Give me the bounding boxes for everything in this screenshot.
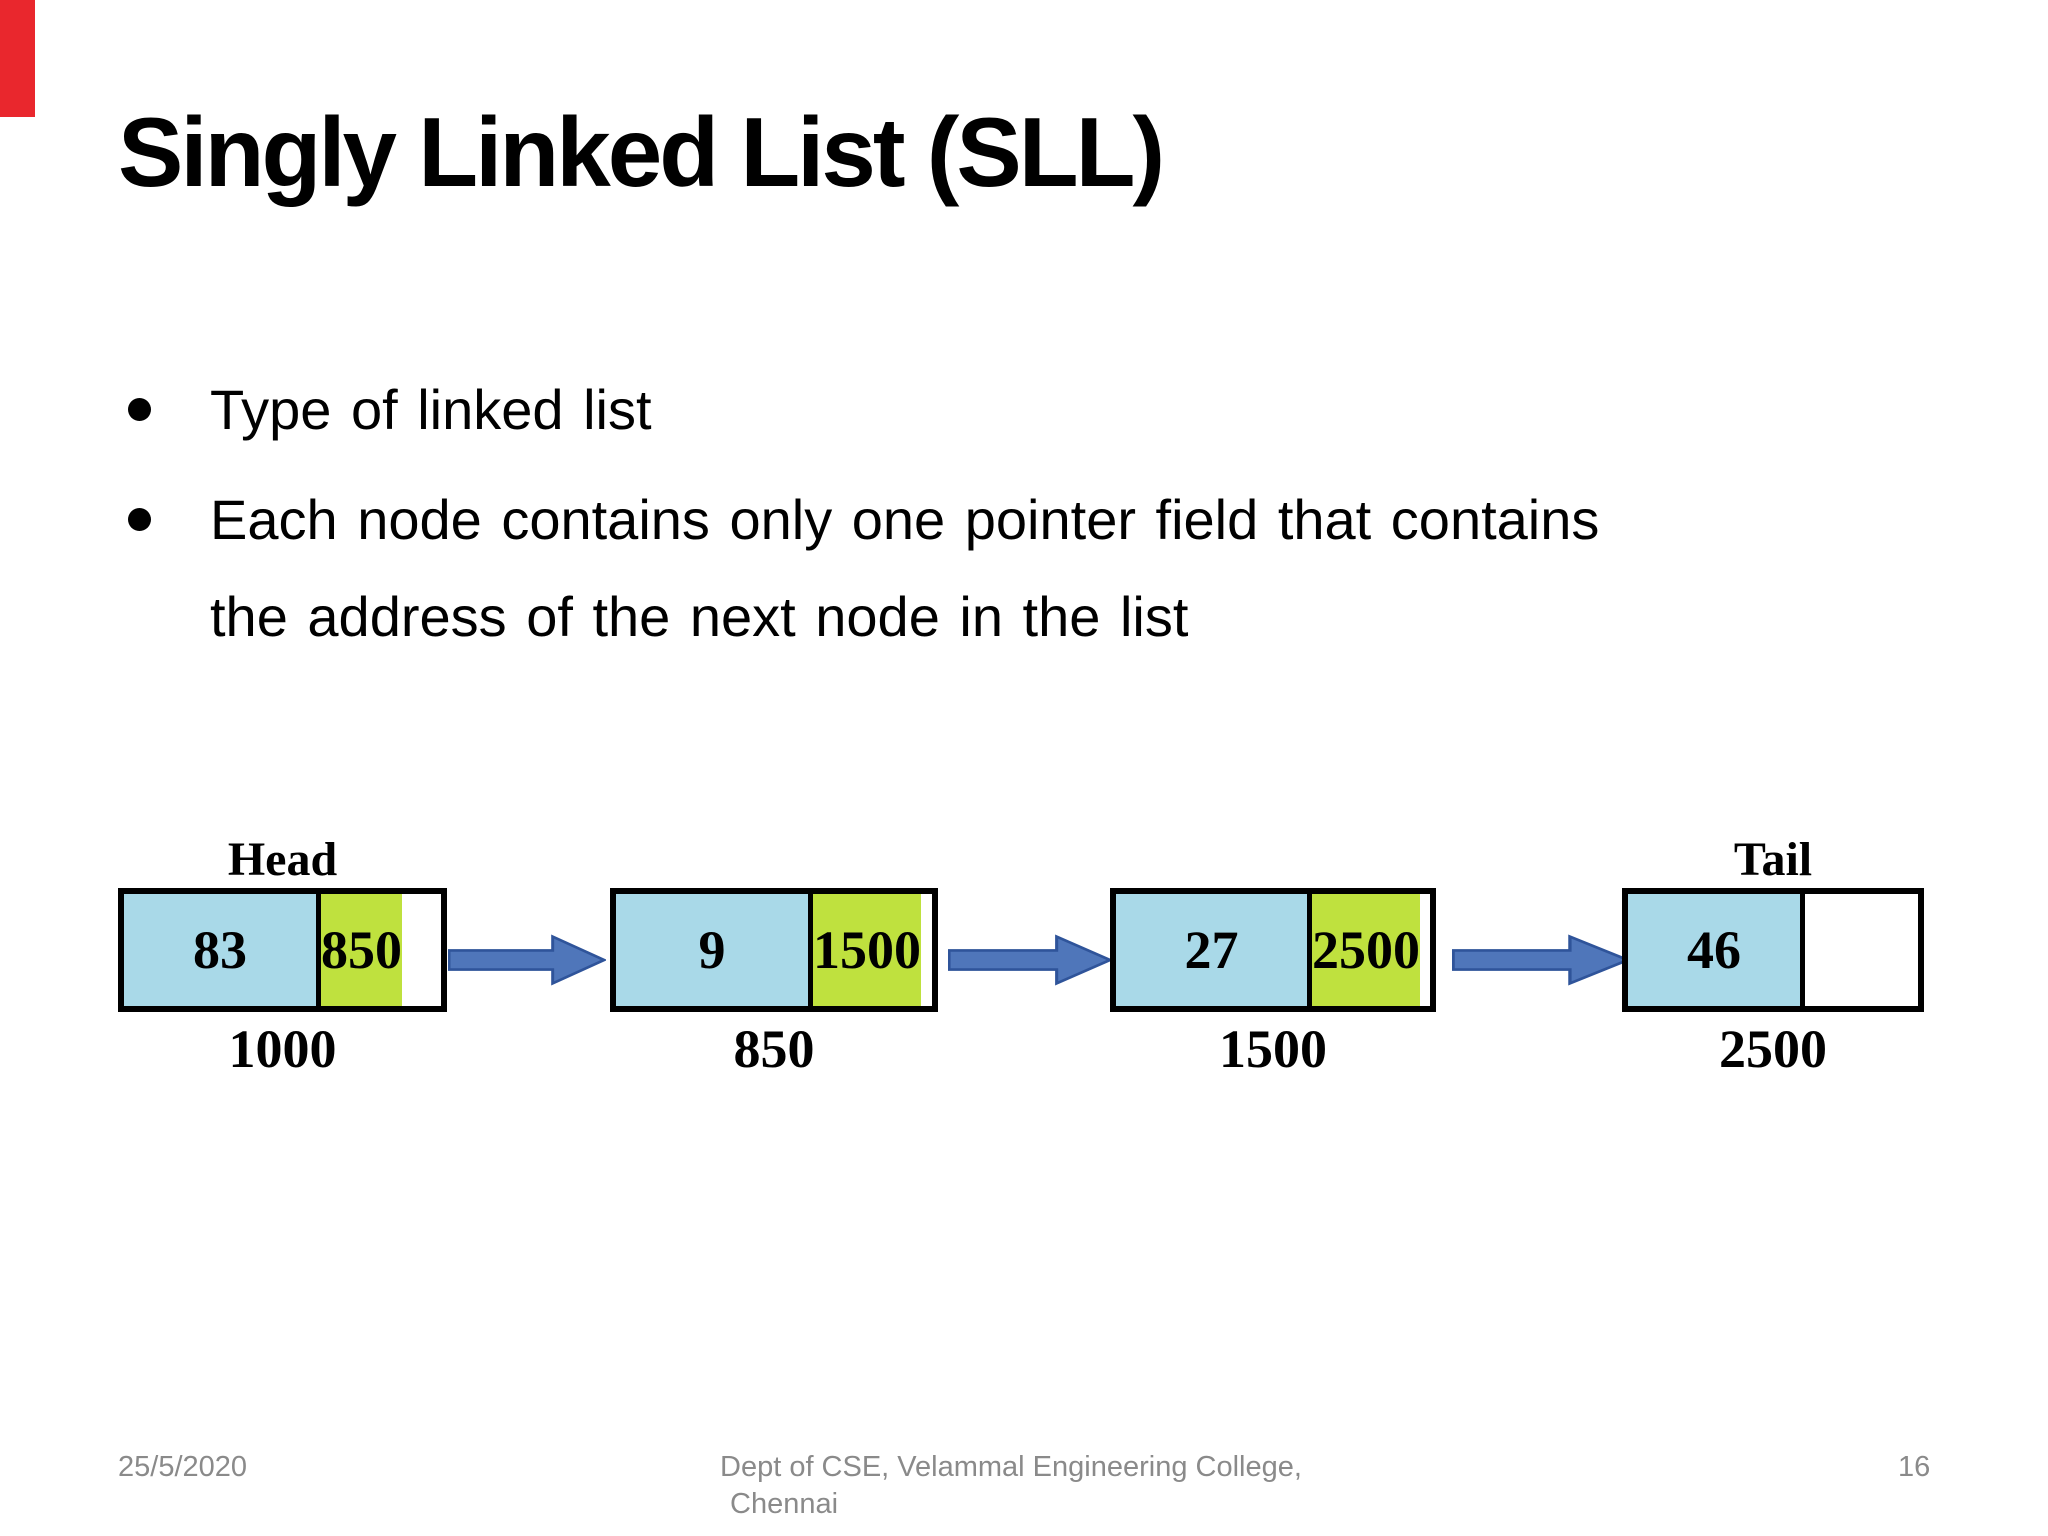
footer-date: 25/5/2020 bbox=[118, 1451, 248, 1483]
node-address: 1500 bbox=[1219, 1019, 1327, 1079]
bullet-item: Each node contains only one pointer fiel… bbox=[118, 472, 1678, 665]
bullet-list: Type of linked list Each node contains o… bbox=[118, 362, 1678, 679]
bullet-item: Type of linked list bbox=[118, 362, 1678, 458]
list-node: 46 bbox=[1622, 888, 1924, 1012]
next-pointer-arrow-icon bbox=[1452, 934, 1630, 986]
node-data-value: 83 bbox=[124, 894, 321, 1006]
bullet-text: Type of linked list bbox=[210, 378, 652, 441]
node-data-value: 9 bbox=[616, 894, 813, 1006]
node-address: 2500 bbox=[1719, 1019, 1827, 1079]
red-corner-marker bbox=[0, 0, 35, 117]
footer-page-number: 16 bbox=[1898, 1451, 1931, 1483]
next-pointer-arrow-icon bbox=[948, 934, 1112, 986]
footer-affiliation-line1: Dept of CSE, Velammal Engineering Colleg… bbox=[720, 1451, 1302, 1483]
bullet-icon bbox=[128, 398, 151, 421]
node-next-pointer: 850 bbox=[321, 894, 402, 1006]
head-label: Head bbox=[227, 833, 338, 886]
list-node: 27 2500 bbox=[1110, 888, 1436, 1012]
node-next-pointer: 1500 bbox=[813, 894, 921, 1006]
tail-label: Tail bbox=[1733, 833, 1813, 886]
bullet-text: Each node contains only one pointer fiel… bbox=[210, 488, 1600, 648]
node-next-pointer: 2500 bbox=[1312, 894, 1420, 1006]
node-data-value: 27 bbox=[1116, 894, 1312, 1006]
slide-title: Singly Linked List (SLL) bbox=[118, 97, 1165, 207]
list-node: 9 1500 bbox=[610, 888, 938, 1012]
next-pointer-arrow-icon bbox=[448, 934, 606, 986]
footer-affiliation-line2: Chennai bbox=[730, 1488, 839, 1520]
node-address: 850 bbox=[733, 1019, 815, 1079]
bullet-icon bbox=[128, 508, 151, 532]
node-data-value: 46 bbox=[1628, 894, 1805, 1006]
list-node: 83 850 bbox=[118, 888, 447, 1012]
node-address: 1000 bbox=[228, 1019, 337, 1079]
